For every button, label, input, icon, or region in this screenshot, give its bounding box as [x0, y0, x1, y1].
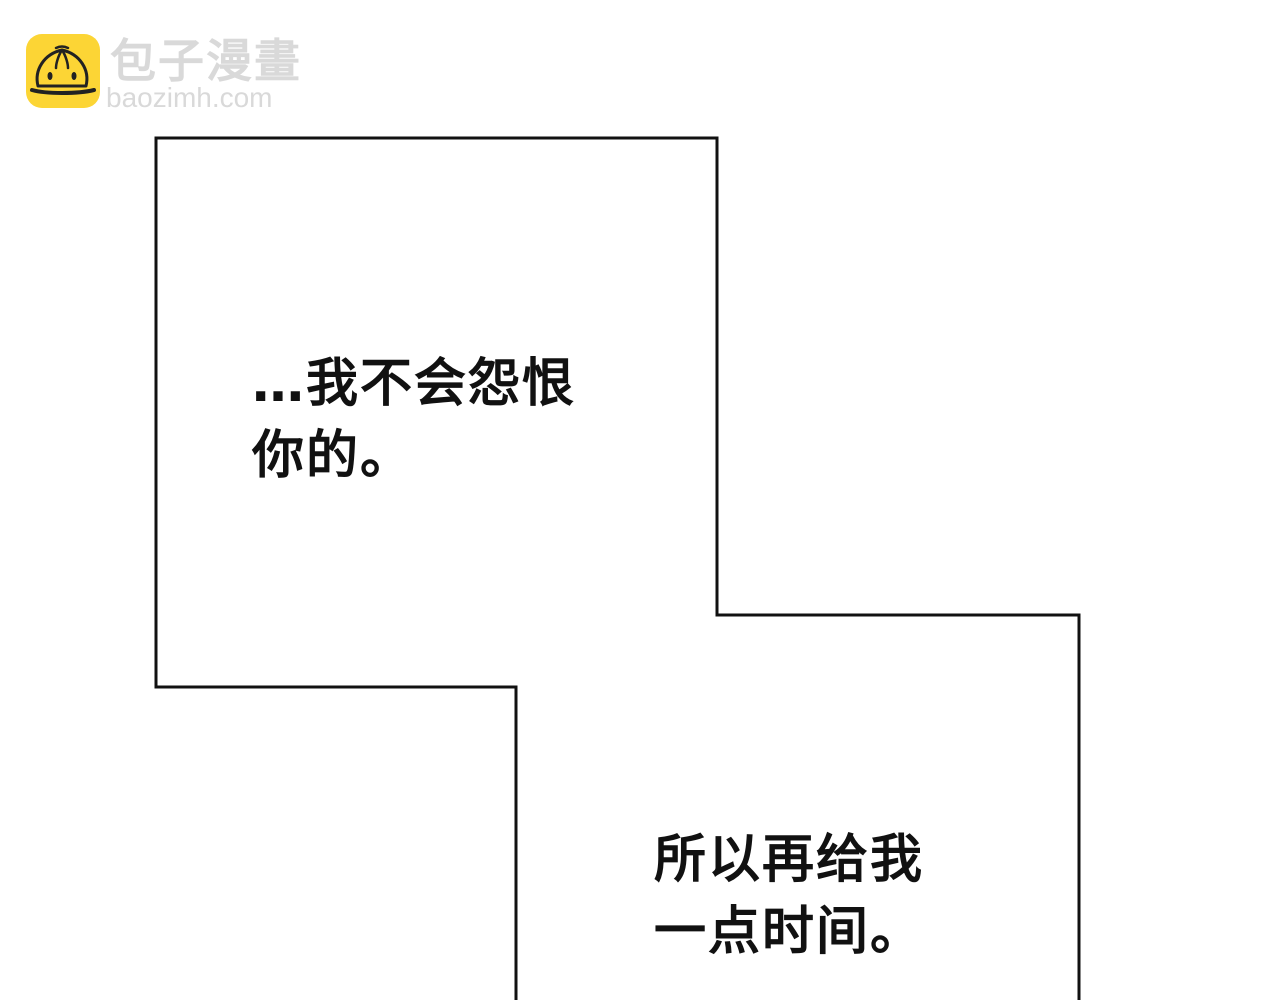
dialogue-line: 一点时间。: [654, 902, 925, 962]
dialogue-line: 你的。: [252, 426, 415, 486]
dialogue-text-2: 所以再给我 一点时间。: [654, 824, 924, 968]
watermark-logo: 包子漫畫 baozimh.com: [26, 34, 316, 114]
watermark-title: 包子漫畫: [110, 34, 302, 88]
dialogue-line: …我不会怨恨: [252, 354, 577, 414]
watermark-url: baozimh.com: [106, 82, 273, 113]
dialogue-text-1: …我不会怨恨 你的。: [252, 348, 576, 492]
dialogue-line: 所以再给我: [654, 830, 925, 890]
steamed-bun-icon: [26, 34, 100, 108]
